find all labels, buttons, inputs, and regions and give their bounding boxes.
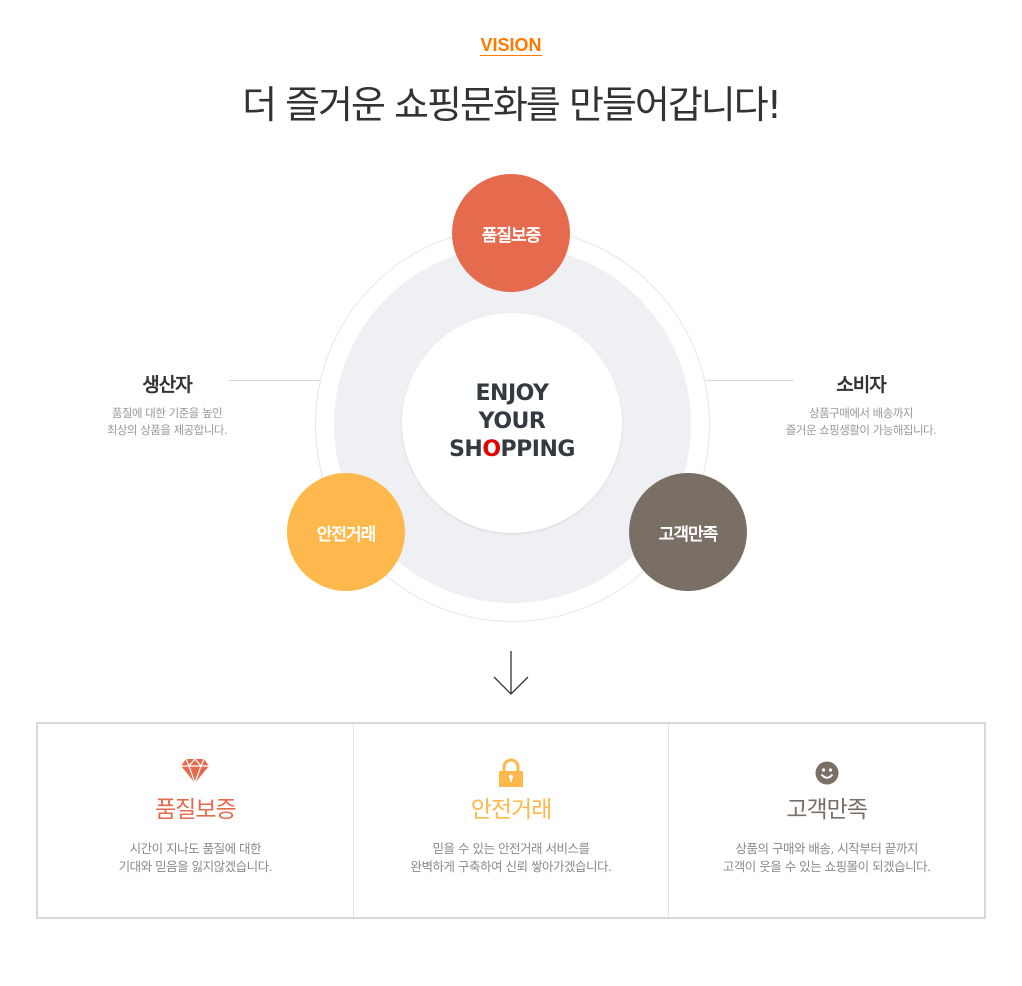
bubble-quality: 품질보증 <box>452 174 570 292</box>
smiley-icon <box>815 761 839 785</box>
arrow-down-icon <box>493 651 529 695</box>
center-circle <box>402 313 622 533</box>
diamond-icon <box>181 758 210 784</box>
bubble-safe-trade: 안전거래 <box>287 473 405 591</box>
vision-eyebrow: VISION <box>480 35 542 56</box>
producer-connector-line <box>229 380 321 381</box>
bubble-satisfaction: 고객만족 <box>629 473 747 591</box>
consumer-connector-line <box>706 380 794 381</box>
lock-icon <box>499 758 523 787</box>
page-title: 더 즐거운 쇼핑문화를 만들어갑니다! <box>242 83 782 127</box>
enjoy-your-shopping-text: ENJOY YOUR SHOPPING <box>449 381 575 462</box>
